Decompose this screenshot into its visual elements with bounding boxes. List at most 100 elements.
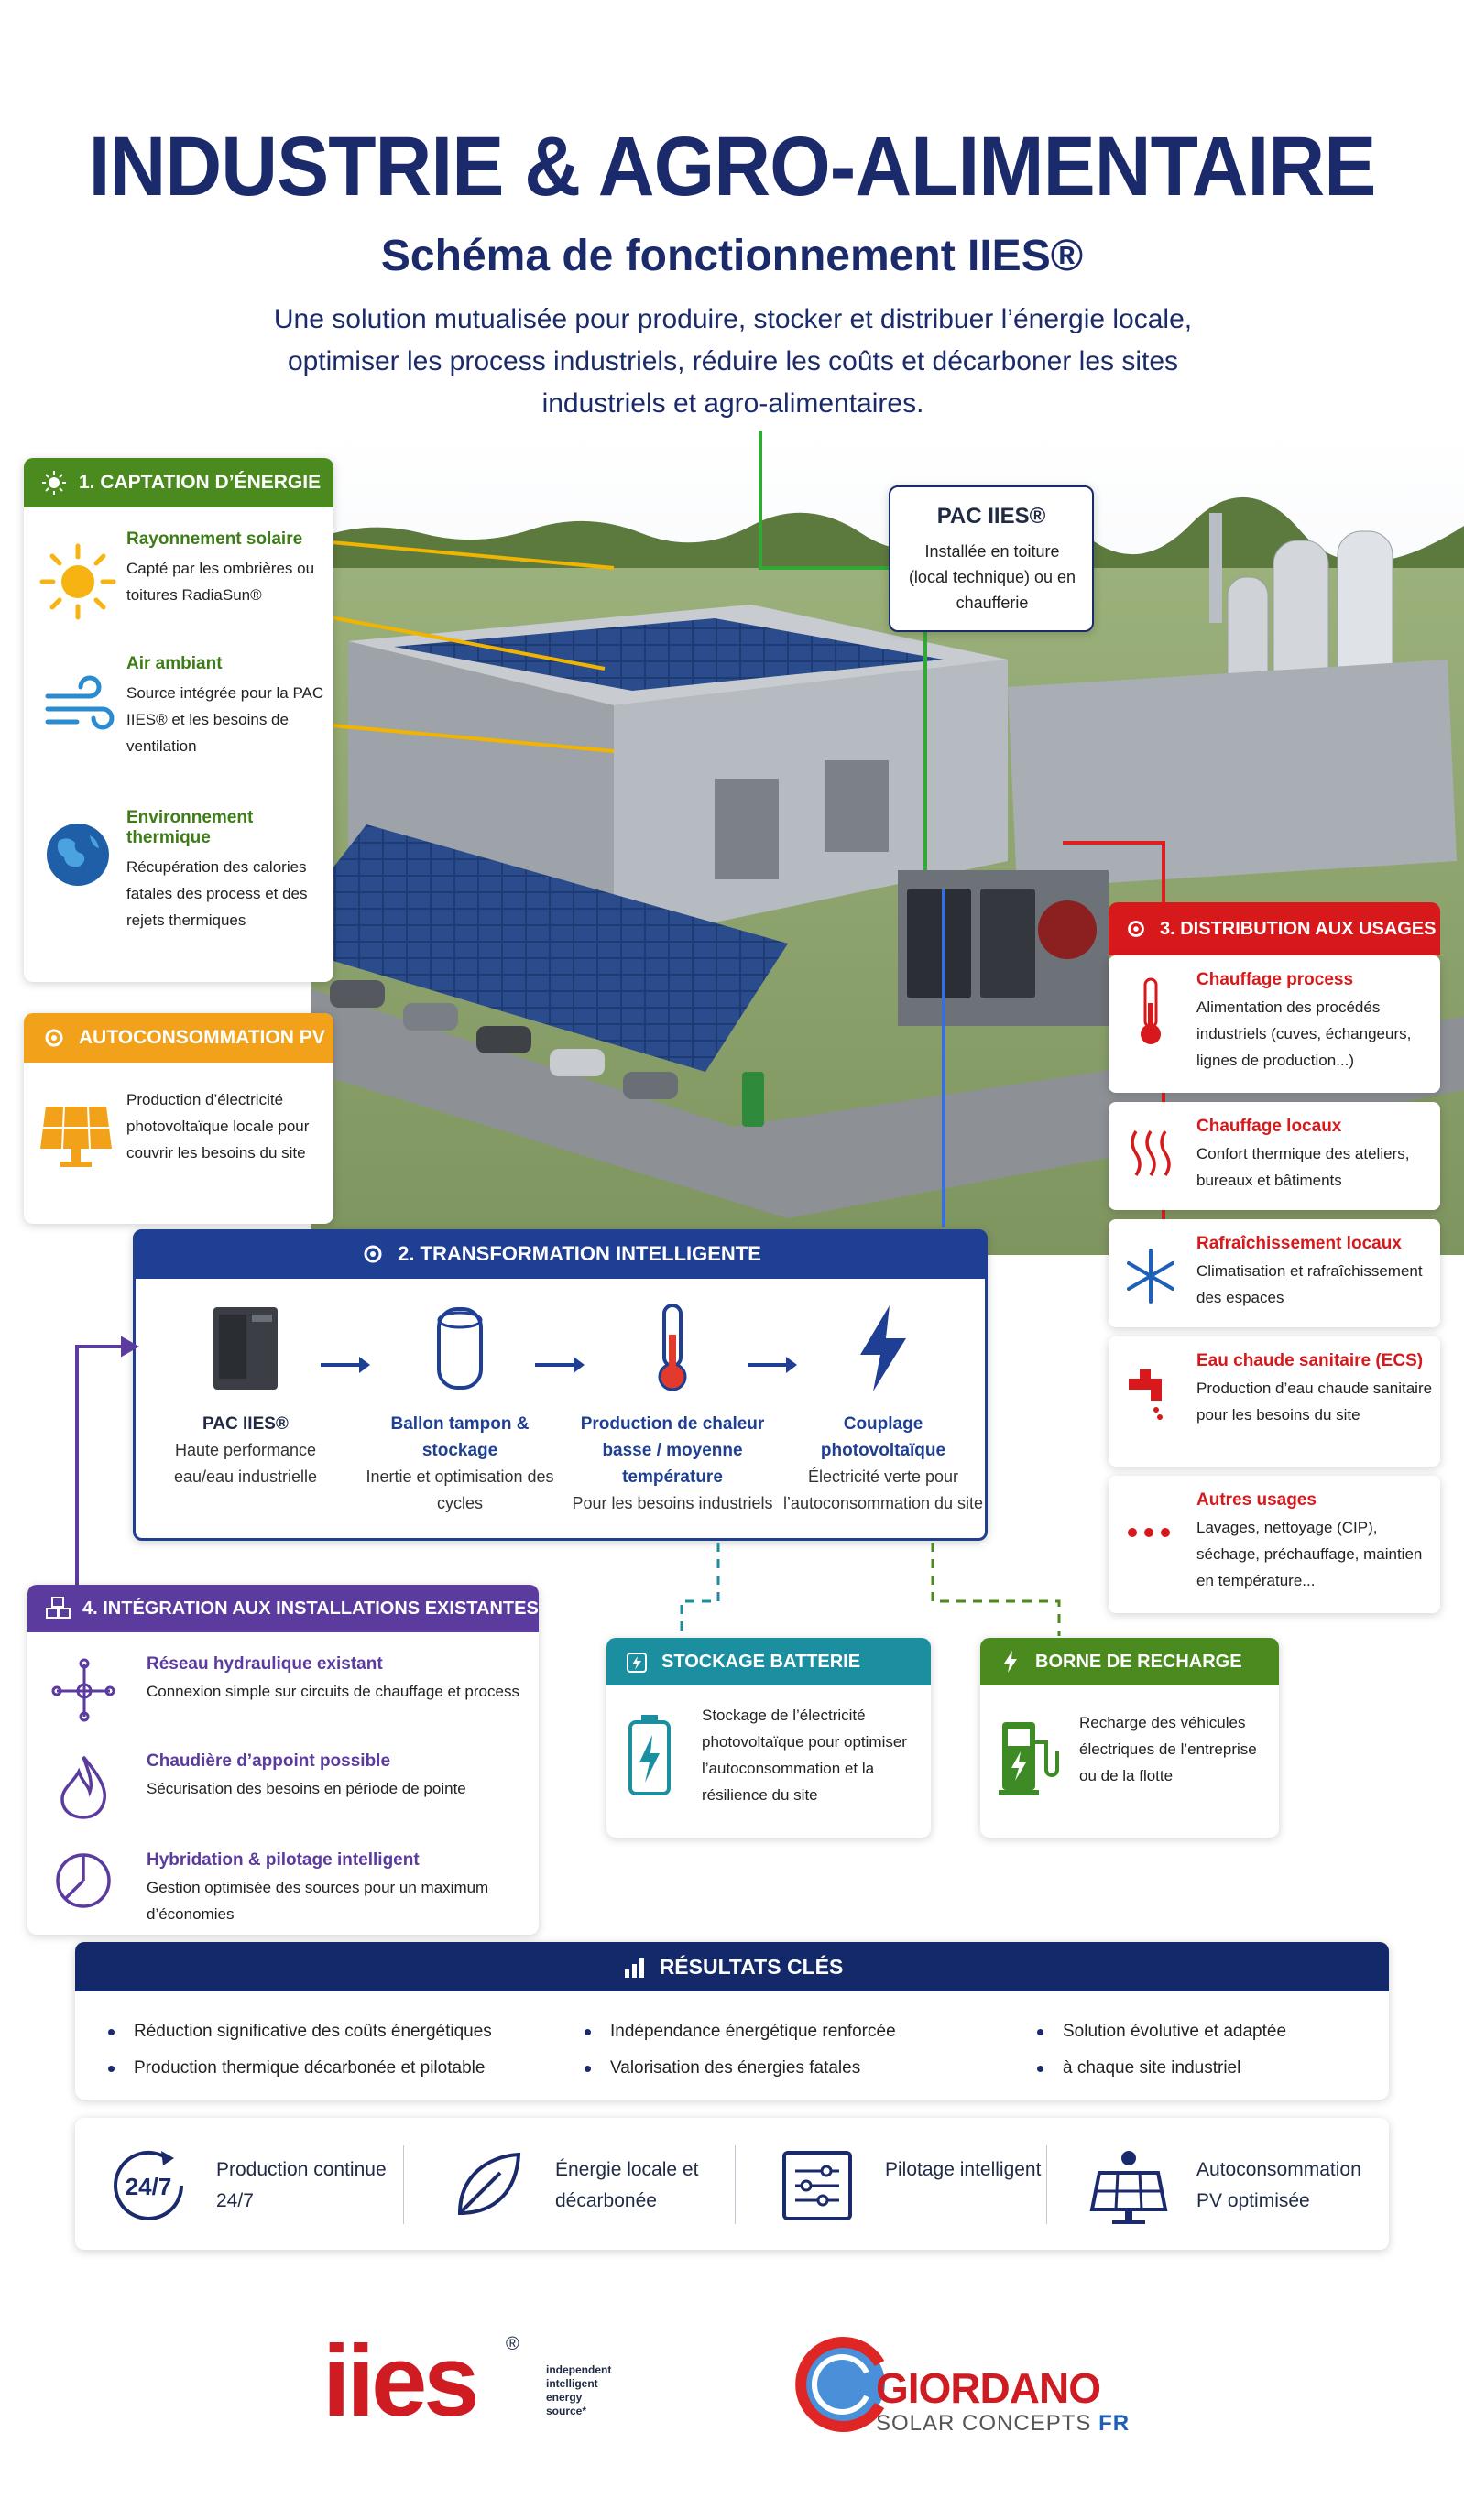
integration-item-title: Hybridation & pilotage intelligent — [147, 1850, 420, 1870]
battery-header: STOCKAGE BATTERIE — [606, 1638, 931, 1685]
giordano-logo: GIORDANO SOLAR CONCEPTS FR — [788, 2327, 1173, 2446]
distribution-item-process: Chauffage process Alimentation des procé… — [1109, 955, 1440, 1093]
sun-icon — [42, 471, 66, 495]
result-item: Réduction significative des coûts énergé… — [103, 2013, 492, 2050]
distribution-item-desc: Confort thermique des ateliers, bureaux … — [1196, 1145, 1410, 1189]
flame-icon — [60, 1755, 107, 1819]
step-title: Production de chaleur basse / moyenne te… — [580, 1414, 765, 1487]
autoconsommation-header-label: AUTOCONSOMMATION PV — [79, 1027, 325, 1048]
distribution-item-desc: Production d’eau chaude sanitaire pour l… — [1196, 1380, 1433, 1424]
autoconsommation-panel: AUTOCONSOMMATION PV Production d’électri… — [24, 1013, 333, 1224]
gear-icon — [1128, 921, 1144, 937]
arrow-right-icon — [535, 1357, 585, 1373]
distribution-item-autres: Autres usages Lavages, nettoyage (CIP), … — [1109, 1476, 1440, 1613]
bar-chart-icon — [624, 1958, 644, 1978]
clock-24-7-icon: 24/7 — [114, 2150, 183, 2220]
feature-text: Production continue 24/7 — [216, 2159, 387, 2211]
integration-header-label: 4. INTÉGRATION AUX INSTALLATIONS EXISTAN… — [82, 1598, 539, 1619]
iies-logo-reg: ® — [506, 2334, 519, 2354]
distribution-item-ecs: Eau chaude sanitaire (ECS) Production d’… — [1109, 1336, 1440, 1467]
tagline-line: source* — [546, 2405, 587, 2417]
iies-logo-word: iies — [322, 2327, 479, 2437]
distribution-header-label: 3. DISTRIBUTION AUX USAGES — [1160, 918, 1437, 939]
results-header-label: RÉSULTATS CLÉS — [659, 1954, 844, 1979]
giordano-logo-mark — [795, 2337, 885, 2432]
feature-divider — [1046, 2145, 1047, 2224]
loading-door-2 — [825, 760, 889, 852]
distribution-item-rafraichissement: Rafraîchissement locaux Climatisation et… — [1109, 1219, 1440, 1327]
captation-item-desc: Récupération des calories fatales des pr… — [126, 858, 308, 929]
dots-icon — [1128, 1528, 1170, 1537]
pac-callout: PAC IIES® Installée en toiture (local te… — [889, 485, 1094, 632]
thermometer-icon — [658, 1304, 687, 1391]
distribution-item-text: Chauffage process Alimentation des procé… — [1196, 970, 1437, 1074]
results-column-2: Indépendance énergétique renforcée Valor… — [579, 2013, 896, 2087]
step-title: PAC IIES® — [202, 1414, 289, 1434]
result-item: Production thermique décarbonée et pilot… — [103, 2050, 492, 2087]
giordano-logo-sub: SOLAR CONCEPTS FR — [876, 2411, 1130, 2437]
distribution-item-desc: Climatisation et rafraîchissement des es… — [1196, 1262, 1423, 1306]
globe-icon — [47, 824, 109, 886]
tagline-line: independent — [546, 2363, 612, 2376]
roof-solar-panels — [394, 618, 944, 691]
arrow-right-icon — [321, 1357, 370, 1373]
step-desc: Haute performance eau/eau industrielle — [173, 1441, 318, 1486]
results-column-1: Réduction significative des coûts énergé… — [103, 2013, 492, 2087]
integration-item-title: Réseau hydraulique existant — [147, 1654, 383, 1674]
integration-item-text: Chaudière d’appoint possible Sécurisatio… — [147, 1751, 531, 1802]
lightning-icon — [860, 1305, 906, 1391]
ev-charger-icon — [999, 1722, 1059, 1795]
cubes-icon — [46, 1597, 71, 1619]
tank-icon — [437, 1307, 483, 1390]
heat-pump-icon — [213, 1307, 278, 1390]
ev-charger-station — [742, 1072, 764, 1127]
result-item: Valorisation des énergies fatales — [579, 2050, 896, 2087]
captation-item-solar-text: Rayonnement solaire Capté par les ombriè… — [126, 529, 330, 608]
feature-divider — [735, 2145, 736, 2224]
faucet-icon — [1129, 1369, 1163, 1420]
site-drawing — [311, 431, 1464, 1255]
battery-icon — [628, 1715, 671, 1795]
distribution-item-locaux: Chauffage locaux Confort thermique des a… — [1109, 1102, 1440, 1210]
step-desc: Pour les besoins industriels — [572, 1494, 773, 1512]
chimney — [1209, 513, 1222, 623]
solar-panel-icon — [1089, 2151, 1168, 2224]
captation-item-title: Air ambiant — [126, 654, 223, 673]
feature-text: Pilotage intelligent — [885, 2159, 1042, 2180]
result-item: à chaque site industriel — [1032, 2050, 1286, 2087]
energy-flow-yellow — [311, 485, 615, 753]
results-column-3: Solution évolutive et adaptée à chaque s… — [1032, 2013, 1286, 2087]
heat-pump-unit — [907, 889, 971, 998]
battery-connector — [680, 1543, 720, 1636]
distribution-item-desc: Lavages, nettoyage (CIP), séchage, préch… — [1196, 1519, 1423, 1589]
distribution-item-title: Chauffage process — [1196, 970, 1354, 989]
step-title: Ballon tampon & stockage — [390, 1414, 530, 1460]
captation-item-desc: Source intégrée pour la PAC IIES® et les… — [126, 684, 324, 755]
integration-item-desc: Gestion optimisée des sources pour un ma… — [147, 1879, 489, 1923]
step-desc: Électricité verte pour l’autoconsommatio… — [782, 1467, 984, 1512]
gear-icon — [364, 1245, 382, 1263]
feature-247: 24/7 Production continue 24/7 — [103, 2118, 396, 2250]
secondary-building — [1008, 660, 1457, 889]
battery-icon — [627, 1653, 647, 1673]
integration-item-desc: Connexion simple sur circuits de chauffa… — [147, 1683, 519, 1700]
captation-header-label: 1. CAPTATION D’ÉNERGIE — [79, 472, 322, 493]
transformation-header: 2. TRANSFORMATION INTELLIGENTE — [133, 1229, 988, 1279]
autoconsommation-text: Production d’électricité photovoltaïque … — [126, 1091, 310, 1162]
industrial-site-illustration — [311, 431, 1464, 1255]
giordano-fr-text: FR — [1098, 2411, 1131, 2436]
step-desc: Inertie et optimisation des cycles — [366, 1467, 554, 1512]
features-panel: 24/7 Production continue 24/7 Énergie lo… — [75, 2118, 1389, 2250]
carport-solar-panels — [311, 824, 788, 1072]
captation-item-desc: Capté par les ombrières ou toitures Radi… — [126, 560, 315, 604]
distribution-item-text: Rafraîchissement locaux Climatisation et… — [1196, 1234, 1437, 1311]
giordano-logo-word: GIORDANO — [876, 2364, 1101, 2412]
giordano-sub-text: SOLAR CONCEPTS — [876, 2411, 1092, 2436]
pac-callout-title: PAC IIES® — [936, 504, 1046, 529]
feature-energie: Énergie locale et décarbonée — [442, 2118, 735, 2250]
loading-door — [715, 779, 779, 879]
integration-item-title: Chaudière d’appoint possible — [147, 1751, 391, 1771]
iies-logo: iies ® independent intelligent energy so… — [322, 2327, 652, 2446]
gear-icon — [45, 1029, 63, 1047]
step-ballon: Ballon tampon & stockage Inertie et opti… — [359, 1298, 561, 1517]
